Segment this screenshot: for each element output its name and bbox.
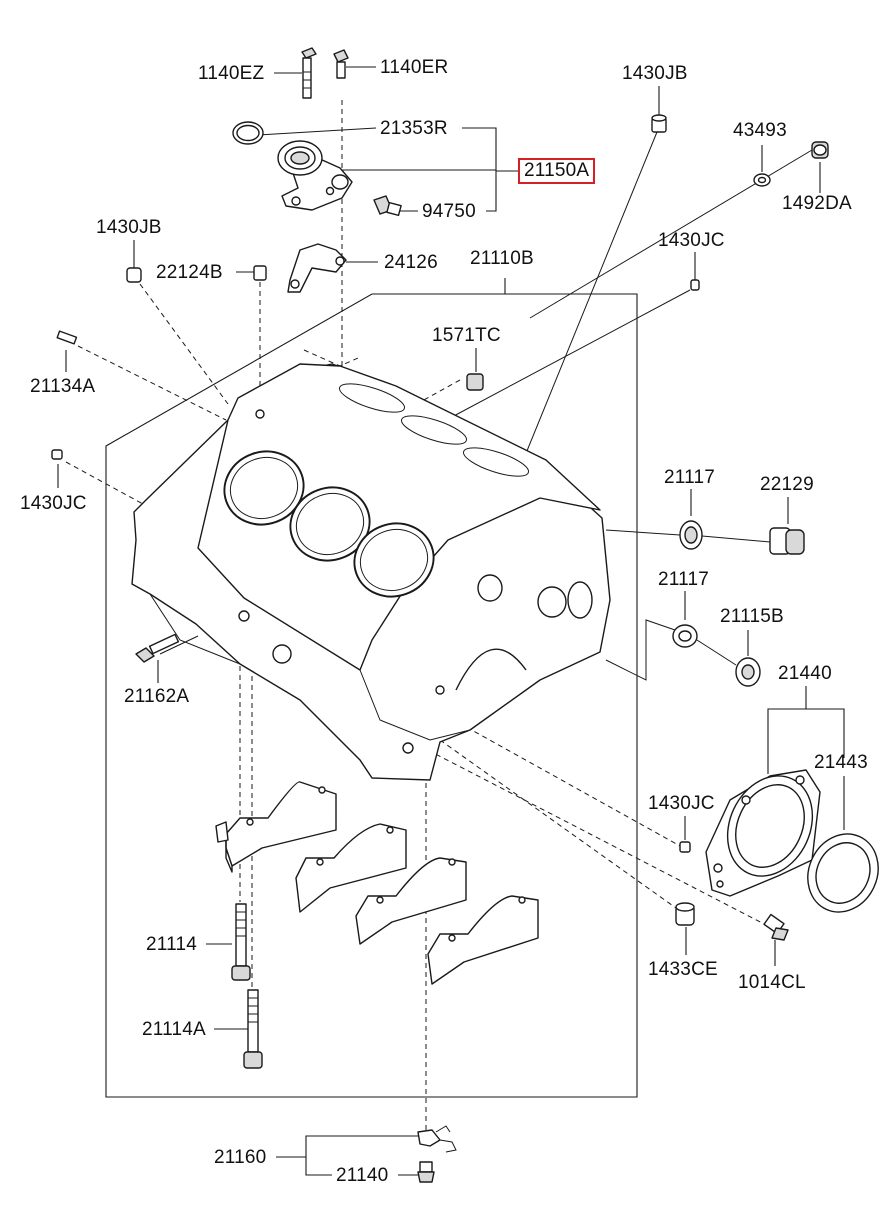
plug-1571TC — [466, 373, 484, 391]
bearing-caps — [215, 781, 539, 985]
washer-21117-a — [679, 520, 703, 550]
bolt-21114 — [231, 903, 251, 981]
label-21110B: 21110B — [470, 248, 534, 269]
engine-block-21110B — [131, 363, 611, 781]
label-24126: 24126 — [384, 252, 438, 273]
bearing-cap-1 — [215, 781, 337, 873]
label-21117-a: 21117 — [664, 467, 716, 488]
label-21117-b: 21117 — [658, 569, 710, 590]
label-21162A: 21162A — [124, 686, 190, 707]
label-21353R: 21353R — [380, 118, 448, 139]
pin-1430JC-right — [679, 841, 691, 853]
label-1140EZ: 1140EZ — [198, 63, 265, 84]
washer-43493 — [753, 173, 771, 187]
label-21114A: 21114A — [142, 1019, 206, 1040]
seal-case-21440 — [705, 769, 821, 897]
oring-21353R — [232, 121, 264, 145]
bolt-21114A — [243, 989, 263, 1069]
bolt-1140ER — [333, 49, 349, 79]
washer-21117-b — [672, 624, 698, 648]
pin-1430JC-top — [690, 279, 700, 291]
dowel-22124B — [253, 265, 267, 281]
bolt-1140EZ — [301, 47, 317, 99]
label-1430JC-left: 1430JC — [20, 493, 87, 514]
label-1014CL: 1014CL — [738, 972, 806, 993]
label-22129: 22129 — [760, 474, 814, 495]
label-1571TC: 1571TC — [432, 325, 501, 346]
label-21115B: 21115B — [720, 606, 784, 627]
pin-1430JC-left — [51, 449, 63, 460]
label-43493: 43493 — [733, 120, 787, 141]
dowel-1430JB-top — [651, 114, 667, 133]
label-1492DA: 1492DA — [782, 193, 852, 214]
plug-21115B — [735, 657, 761, 687]
label-1430JB-left: 1430JB — [96, 217, 162, 238]
label-1433CE: 1433CE — [648, 959, 718, 980]
label-1140ER: 1140ER — [380, 57, 449, 78]
stud-21134A — [56, 330, 78, 345]
label-21440: 21440 — [778, 663, 832, 684]
cover-24126 — [287, 243, 347, 293]
oil-jet-21160 — [417, 1125, 457, 1153]
bolt-21162A — [135, 633, 180, 663]
bearing-cap-4 — [427, 895, 539, 985]
bolt-21140 — [417, 1161, 435, 1183]
bolt-1014CL — [763, 913, 789, 941]
label-1430JC-right: 1430JC — [648, 793, 715, 814]
plug-22129 — [769, 527, 805, 555]
label-21443: 21443 — [814, 752, 868, 773]
label-22124B: 22124B — [156, 262, 223, 283]
label-21150A-highlighted: 21150A — [518, 158, 596, 184]
sleeve-1433CE — [675, 902, 695, 926]
assembly-frame — [105, 278, 638, 1098]
label-1430JC-top: 1430JC — [658, 230, 725, 251]
label-94750: 94750 — [422, 201, 476, 222]
bearing-cap-3 — [355, 857, 467, 945]
label-21140: 21140 — [336, 1165, 389, 1186]
dowel-1430JB-left — [126, 267, 142, 283]
sensor-94750 — [373, 195, 402, 217]
label-21160: 21160 — [214, 1147, 267, 1168]
bearing-cap-2 — [295, 823, 407, 913]
label-21114: 21114 — [146, 934, 198, 955]
label-1430JB-top: 1430JB — [622, 63, 688, 84]
label-21134A: 21134A — [30, 376, 96, 397]
plug-1492DA — [811, 141, 829, 159]
coolant-fitting-21150A — [277, 140, 353, 211]
oil-seal-21443 — [807, 833, 879, 913]
